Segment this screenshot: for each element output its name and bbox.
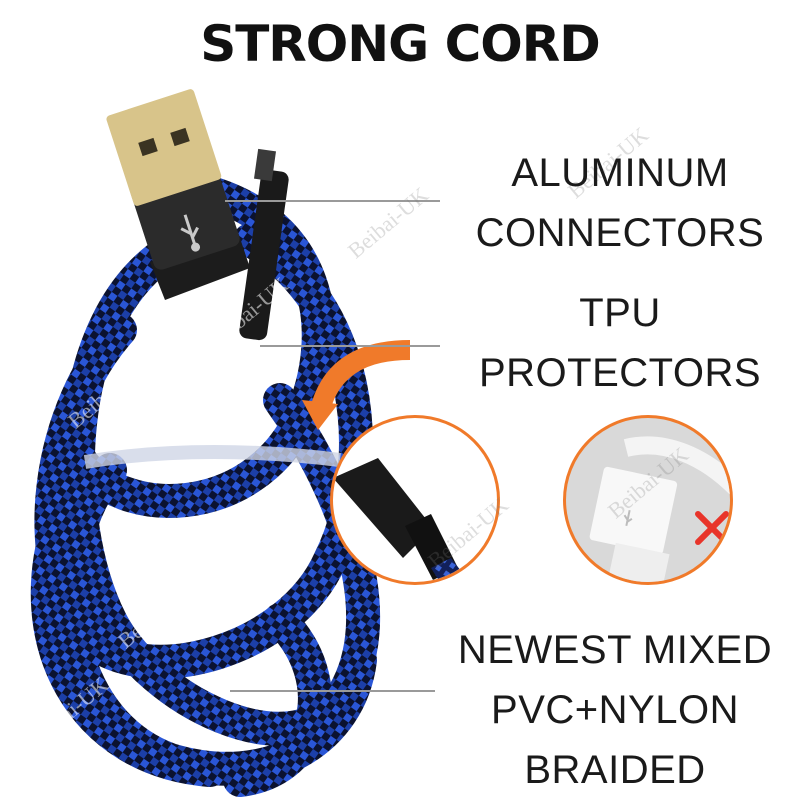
usb-icon	[180, 214, 201, 252]
feature-aluminum-connectors: ALUMINUM CONNECTORS	[450, 143, 790, 263]
usb-icon-ordinary	[623, 509, 633, 527]
feature-tpu-protectors: TPU PROTECTORS	[450, 283, 790, 403]
leader-line-tpu	[260, 345, 440, 347]
feature-line: CONNECTORS	[475, 211, 765, 255]
curved-arrow-icon	[310, 340, 411, 413]
feature-line: PROTECTORS	[478, 351, 762, 395]
cross-icon	[695, 511, 729, 545]
feature-line: NEWEST MIXED	[457, 628, 773, 672]
feature-line: ALUMINUM	[511, 151, 729, 195]
leader-line-braided	[230, 690, 435, 692]
curved-arrow-head	[302, 400, 338, 430]
micro-connector	[239, 148, 289, 341]
ordinary-cable-detail-circle	[563, 415, 733, 585]
feature-braided-cable: NEWEST MIXED PVC+NYLON BRAIDED	[430, 620, 800, 800]
leader-line-aluminum	[225, 200, 440, 202]
feature-line: TPU	[579, 291, 661, 335]
page-title: STRONG CORD	[200, 15, 601, 73]
feature-line: PVC+NYLON	[491, 688, 739, 732]
feature-line: BRAIDED	[524, 748, 706, 792]
tpu-detail-circle	[330, 415, 500, 585]
cable-tie-band	[83, 445, 341, 469]
usb-a-connector	[106, 89, 250, 300]
